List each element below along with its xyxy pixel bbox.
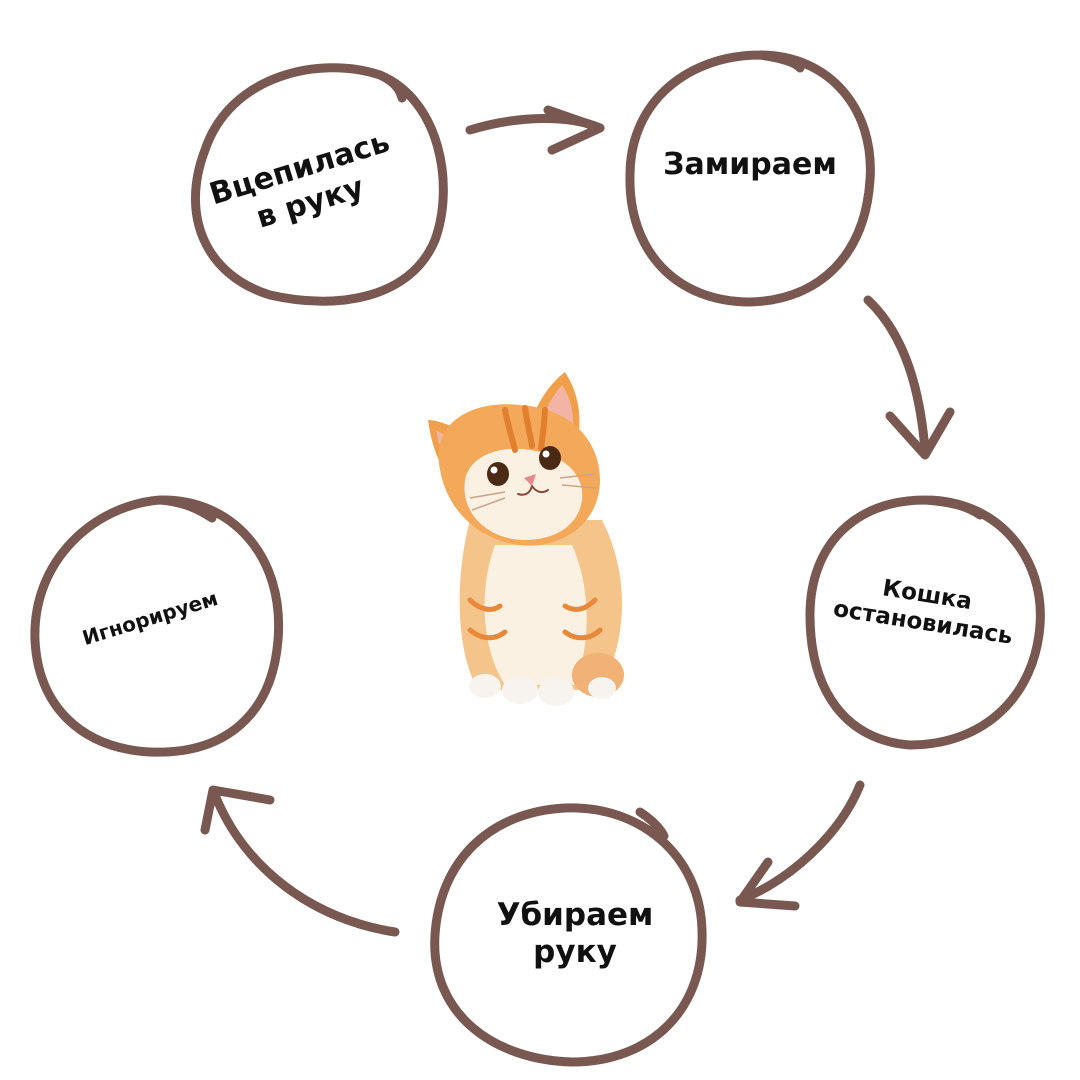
arrowhead-2-to-3	[885, 407, 955, 460]
arrow-2-to-3	[863, 295, 930, 455]
step-2-label: Замираем	[640, 147, 860, 183]
step-4-label: Убираем руку	[470, 897, 680, 971]
kitten-illustration	[428, 372, 624, 706]
step-2-line-1: Замираем	[663, 147, 837, 182]
circle-step-4	[430, 803, 707, 1067]
arrowhead-3-to-4	[735, 857, 800, 911]
step-4-line-1: Убираем	[496, 897, 654, 933]
arrow-3-to-4	[735, 780, 865, 905]
arrowhead-1-to-2	[543, 105, 605, 155]
circle-step-5	[30, 495, 284, 757]
circle-step-1	[190, 63, 448, 306]
circle-step-3	[805, 495, 1045, 750]
circle-step-2	[625, 50, 875, 307]
arrowhead-4-to-5	[200, 785, 275, 835]
arrow-4-to-5	[210, 790, 400, 937]
step-4-line-2: руку	[533, 934, 617, 971]
